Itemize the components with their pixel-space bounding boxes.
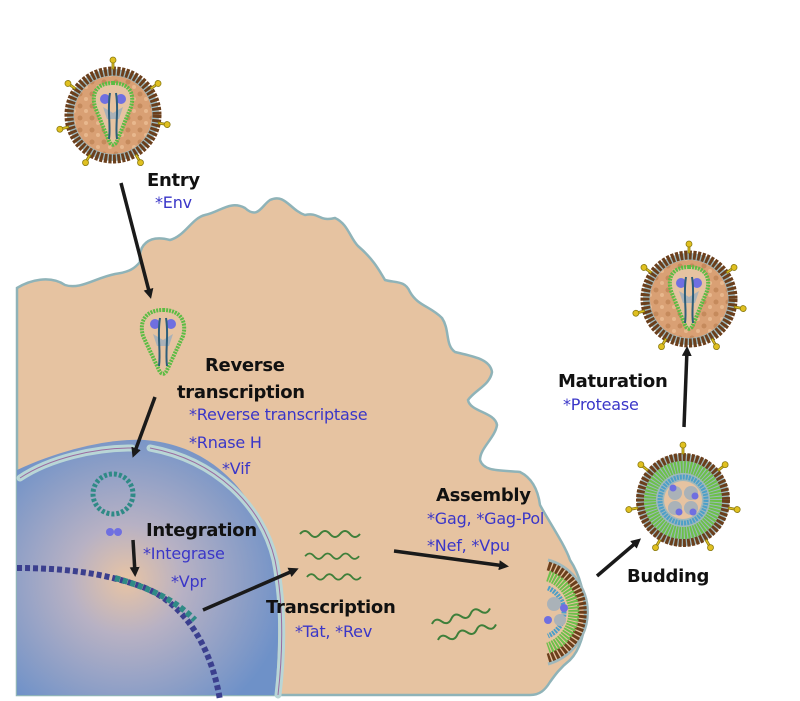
- enzyme-env: *Env: [155, 193, 192, 212]
- stage-title-integration: Integration: [146, 520, 257, 541]
- circular-viral-dna: [90, 471, 136, 517]
- stage-title-assembly: Assembly: [436, 485, 531, 506]
- arrow-assembly: [393, 549, 509, 571]
- stage-title-maturation: Maturation: [558, 371, 668, 392]
- enzyme-rnase-h: *Rnase H: [189, 433, 262, 452]
- budding-virion: [544, 558, 589, 666]
- enzyme-gag-gagpol: *Gag, *Gag-Pol: [427, 509, 545, 528]
- enzyme-tat-rev: *Tat, *Rev: [295, 622, 373, 641]
- stage-title-transcription: Transcription: [266, 597, 396, 618]
- arrow-transcription: [202, 567, 299, 612]
- enzyme-protease: *Protease: [563, 395, 639, 414]
- mature-virion-released: [632, 241, 746, 351]
- viral-capsid-in-cytoplasm: [139, 307, 187, 376]
- arrow-reverse-transcription: [131, 396, 157, 458]
- arrow-integration: [129, 539, 140, 577]
- stage-title-reverse-transcription-line2: transcription: [177, 382, 305, 403]
- arrow-entry: [119, 182, 154, 299]
- enzyme-nef-vpu: *Nef, *Vpu: [427, 536, 510, 555]
- immature-virion: [625, 441, 741, 552]
- enzyme-vpr: *Vpr: [171, 572, 206, 591]
- enzyme-integrase: *Integrase: [143, 544, 225, 563]
- arrow-budding: [595, 538, 642, 578]
- enzyme-reverse-transcriptase: *Reverse transcriptase: [189, 405, 368, 424]
- stage-title-reverse-transcription-line1: Reverse: [205, 355, 285, 376]
- stage-title-entry: Entry: [147, 170, 200, 191]
- nucleus: [17, 439, 279, 695]
- stage-title-budding: Budding: [627, 566, 710, 587]
- enzyme-vif: *Vif: [222, 459, 250, 478]
- mature-virion-entering: [56, 57, 170, 167]
- arrow-maturation: [681, 346, 692, 428]
